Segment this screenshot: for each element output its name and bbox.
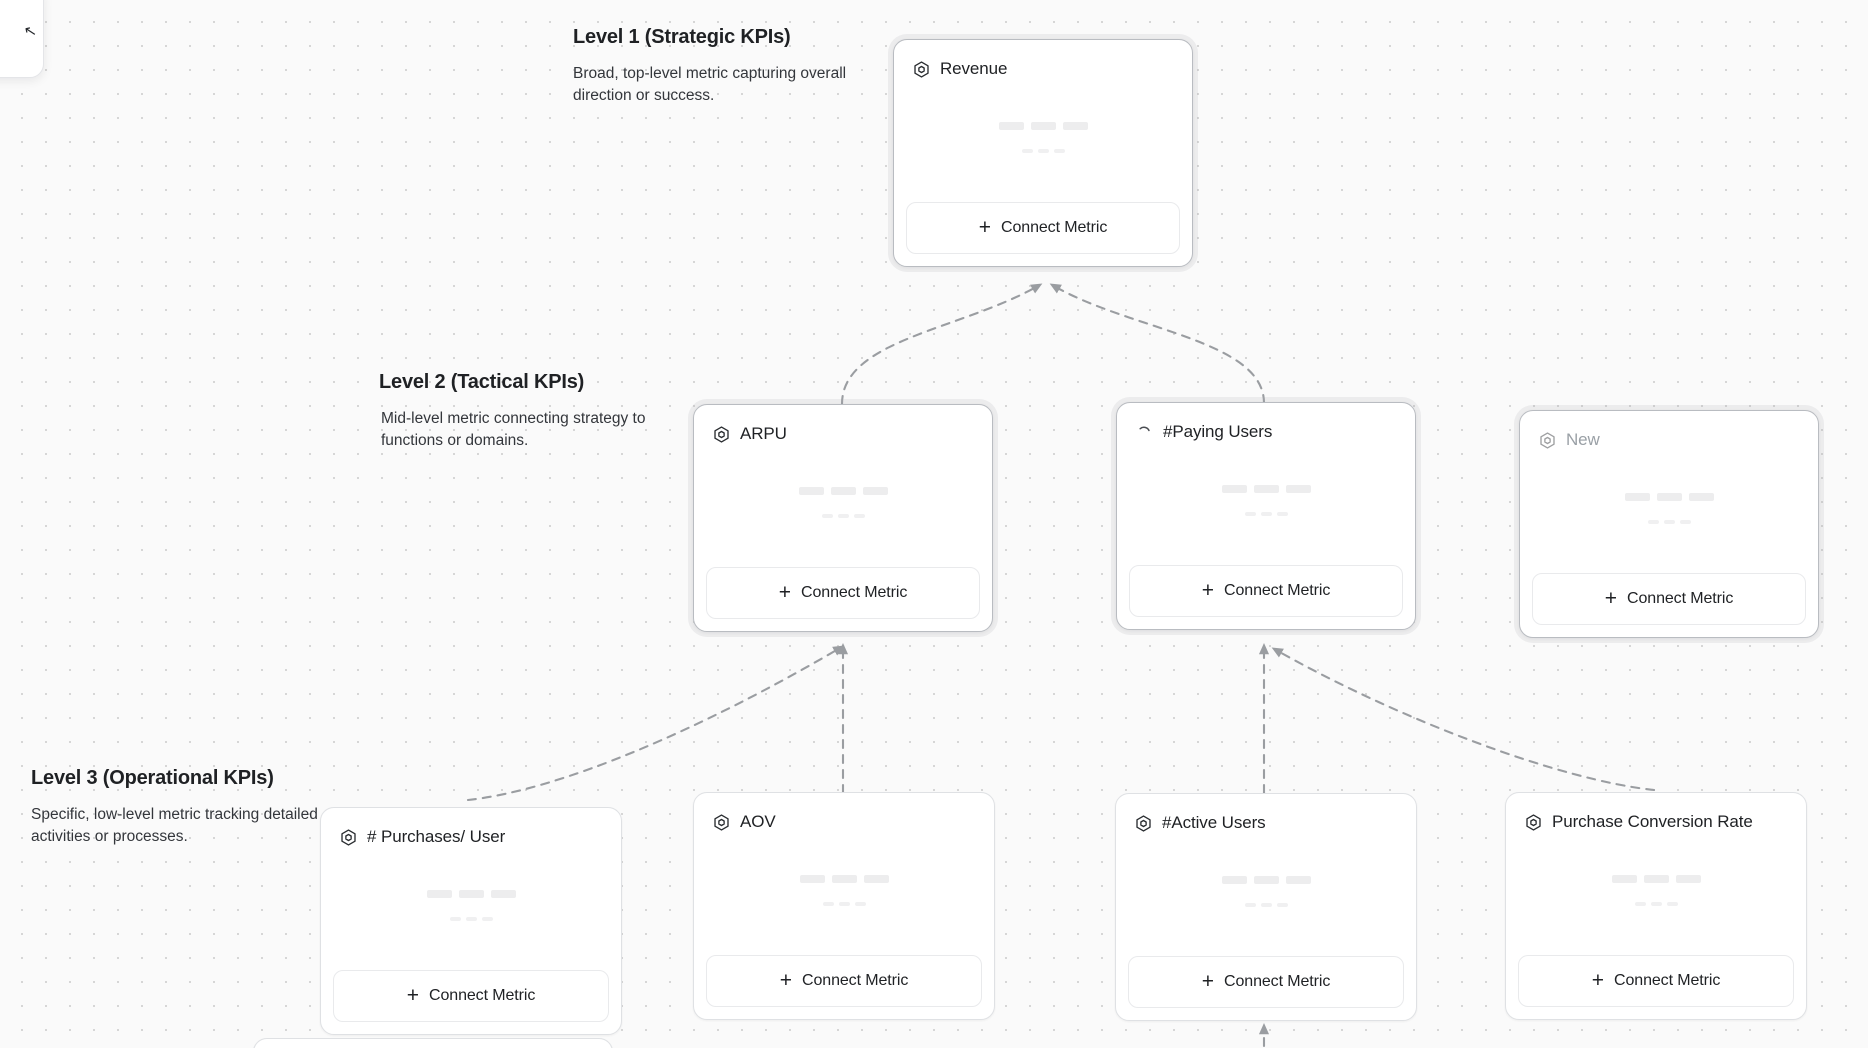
metric-card-offscreen-bottom[interactable]	[253, 1038, 613, 1048]
level-2-description: Mid-level metric connecting strategy to …	[381, 410, 646, 450]
card-skeleton-new	[1532, 453, 1806, 573]
connect-metric-button-purchases-per-user[interactable]: + Connect Metric	[333, 970, 609, 1022]
level-2-title: Level 2 (Tactical KPIs)	[379, 371, 585, 393]
skeleton-row-top	[1611, 874, 1701, 883]
connect-metric-button-new[interactable]: + Connect Metric	[1532, 573, 1806, 625]
skeleton-row-bottom	[1021, 148, 1065, 153]
level-1-label: Level 1 (Strategic KPIs) Broad, top-leve…	[573, 26, 903, 107]
skeleton-row-top	[798, 486, 888, 495]
metric-card-arpu[interactable]: ARPU + Connect Metric	[693, 404, 993, 632]
connect-metric-button-purchase-conversion-rate[interactable]: + Connect Metric	[1518, 955, 1794, 1007]
card-skeleton-paying-users	[1129, 445, 1403, 565]
card-title-purchases-per-user: # Purchases/ User	[367, 827, 506, 846]
skeleton-row-bottom	[1647, 519, 1691, 524]
connect-metric-button-aov[interactable]: + Connect Metric	[706, 955, 982, 1007]
plus-icon: +	[1201, 578, 1215, 602]
card-skeleton-purchase-conversion-rate	[1518, 835, 1794, 955]
floating-toolbar-panel[interactable]: ↖	[0, 0, 44, 78]
edge-arpu-revenue	[840, 283, 1043, 406]
card-title-purchase-conversion-rate: Purchase Conversion Rate	[1552, 812, 1753, 831]
edge-paying-users-revenue	[1049, 283, 1266, 405]
card-title-paying-users: #Paying Users	[1163, 422, 1273, 441]
plus-icon: +	[1201, 969, 1215, 993]
hexagon-icon	[1134, 814, 1153, 833]
card-header-active-users: #Active Users	[1128, 806, 1404, 836]
level-3-title: Level 3 (Operational KPIs)	[31, 767, 274, 789]
plus-icon: +	[779, 968, 793, 992]
connect-metric-label: Connect Metric	[802, 972, 909, 989]
card-title-active-users: #Active Users	[1162, 813, 1266, 832]
level-1-title: Level 1 (Strategic KPIs)	[573, 26, 791, 48]
hexagon-icon	[339, 828, 358, 847]
metric-card-purchases-per-user[interactable]: # Purchases/ User + Connect Metric	[320, 807, 622, 1035]
card-title-revenue: Revenue	[940, 59, 1008, 78]
skeleton-row-bottom	[1634, 901, 1678, 906]
connect-metric-label: Connect Metric	[1627, 590, 1734, 607]
level-1-description: Broad, top-level metric capturing overal…	[573, 65, 847, 105]
metric-card-active-users[interactable]: #Active Users + Connect Metric	[1115, 793, 1417, 1021]
metric-card-revenue[interactable]: Revenue + Connect Metric	[893, 39, 1193, 267]
card-header-aov: AOV	[706, 805, 982, 835]
connect-metric-label: Connect Metric	[1224, 582, 1331, 599]
level-3-label: Level 3 (Operational KPIs) Specific, low…	[31, 767, 361, 848]
plus-icon: +	[406, 983, 420, 1007]
metric-card-new[interactable]: New + Connect Metric	[1519, 410, 1819, 638]
skeleton-row-top	[426, 889, 516, 898]
card-title-aov: AOV	[740, 812, 776, 831]
hexagon-icon	[1524, 813, 1543, 832]
edge-purchases-arpu	[466, 645, 845, 802]
plus-icon: +	[1591, 968, 1605, 992]
card-title-arpu: ARPU	[740, 424, 787, 443]
skeleton-row-top	[1624, 492, 1714, 501]
metric-card-purchase-conversion-rate[interactable]: Purchase Conversion Rate + Connect Metri…	[1505, 792, 1807, 1020]
level-2-label: Level 2 (Tactical KPIs) Mid-level metric…	[379, 371, 709, 452]
card-skeleton-purchases-per-user	[333, 850, 609, 970]
skeleton-row-top	[998, 121, 1088, 130]
card-header-purchases-per-user: # Purchases/ User	[333, 820, 609, 850]
connect-metric-label: Connect Metric	[1224, 973, 1331, 990]
card-skeleton-revenue	[906, 82, 1180, 202]
edge-purchase-conv-paying-users	[1271, 647, 1656, 792]
metric-card-aov[interactable]: AOV + Connect Metric	[693, 792, 995, 1020]
card-header-revenue: Revenue	[906, 52, 1180, 82]
connect-metric-button-revenue[interactable]: + Connect Metric	[906, 202, 1180, 254]
skeleton-row-top	[1221, 484, 1311, 493]
loading-spinner-icon	[1135, 423, 1154, 442]
skeleton-row-top	[799, 874, 889, 883]
connect-metric-label: Connect Metric	[1001, 219, 1108, 236]
connect-metric-label: Connect Metric	[1614, 972, 1721, 989]
card-skeleton-arpu	[706, 447, 980, 567]
cursor-arrow-icon: ↖	[22, 21, 39, 42]
hexagon-icon	[1538, 431, 1557, 450]
card-title-new: New	[1566, 430, 1600, 449]
plus-icon: +	[778, 580, 792, 604]
card-skeleton-active-users	[1128, 836, 1404, 956]
card-header-purchase-conversion-rate: Purchase Conversion Rate	[1518, 805, 1794, 835]
skeleton-row-bottom	[449, 916, 493, 921]
connect-metric-button-paying-users[interactable]: + Connect Metric	[1129, 565, 1403, 617]
hexagon-icon	[912, 60, 931, 79]
card-header-new: New	[1532, 423, 1806, 453]
plus-icon: +	[1604, 586, 1618, 610]
skeleton-row-top	[1221, 875, 1311, 884]
connect-metric-label: Connect Metric	[801, 584, 908, 601]
hexagon-icon	[712, 425, 731, 444]
skeleton-row-bottom	[1244, 511, 1288, 516]
skeleton-row-bottom	[821, 513, 865, 518]
hexagon-icon	[712, 813, 731, 832]
card-header-arpu: ARPU	[706, 417, 980, 447]
connect-metric-label: Connect Metric	[429, 987, 536, 1004]
card-skeleton-aov	[706, 835, 982, 955]
connect-metric-button-arpu[interactable]: + Connect Metric	[706, 567, 980, 619]
level-3-description: Specific, low-level metric tracking deta…	[31, 806, 318, 846]
connect-metric-button-active-users[interactable]: + Connect Metric	[1128, 956, 1404, 1008]
card-header-paying-users: #Paying Users	[1129, 415, 1403, 445]
plus-icon: +	[978, 215, 992, 239]
metric-card-paying-users[interactable]: #Paying Users + Connect Metric	[1116, 402, 1416, 630]
skeleton-row-bottom	[822, 901, 866, 906]
skeleton-row-bottom	[1244, 902, 1288, 907]
